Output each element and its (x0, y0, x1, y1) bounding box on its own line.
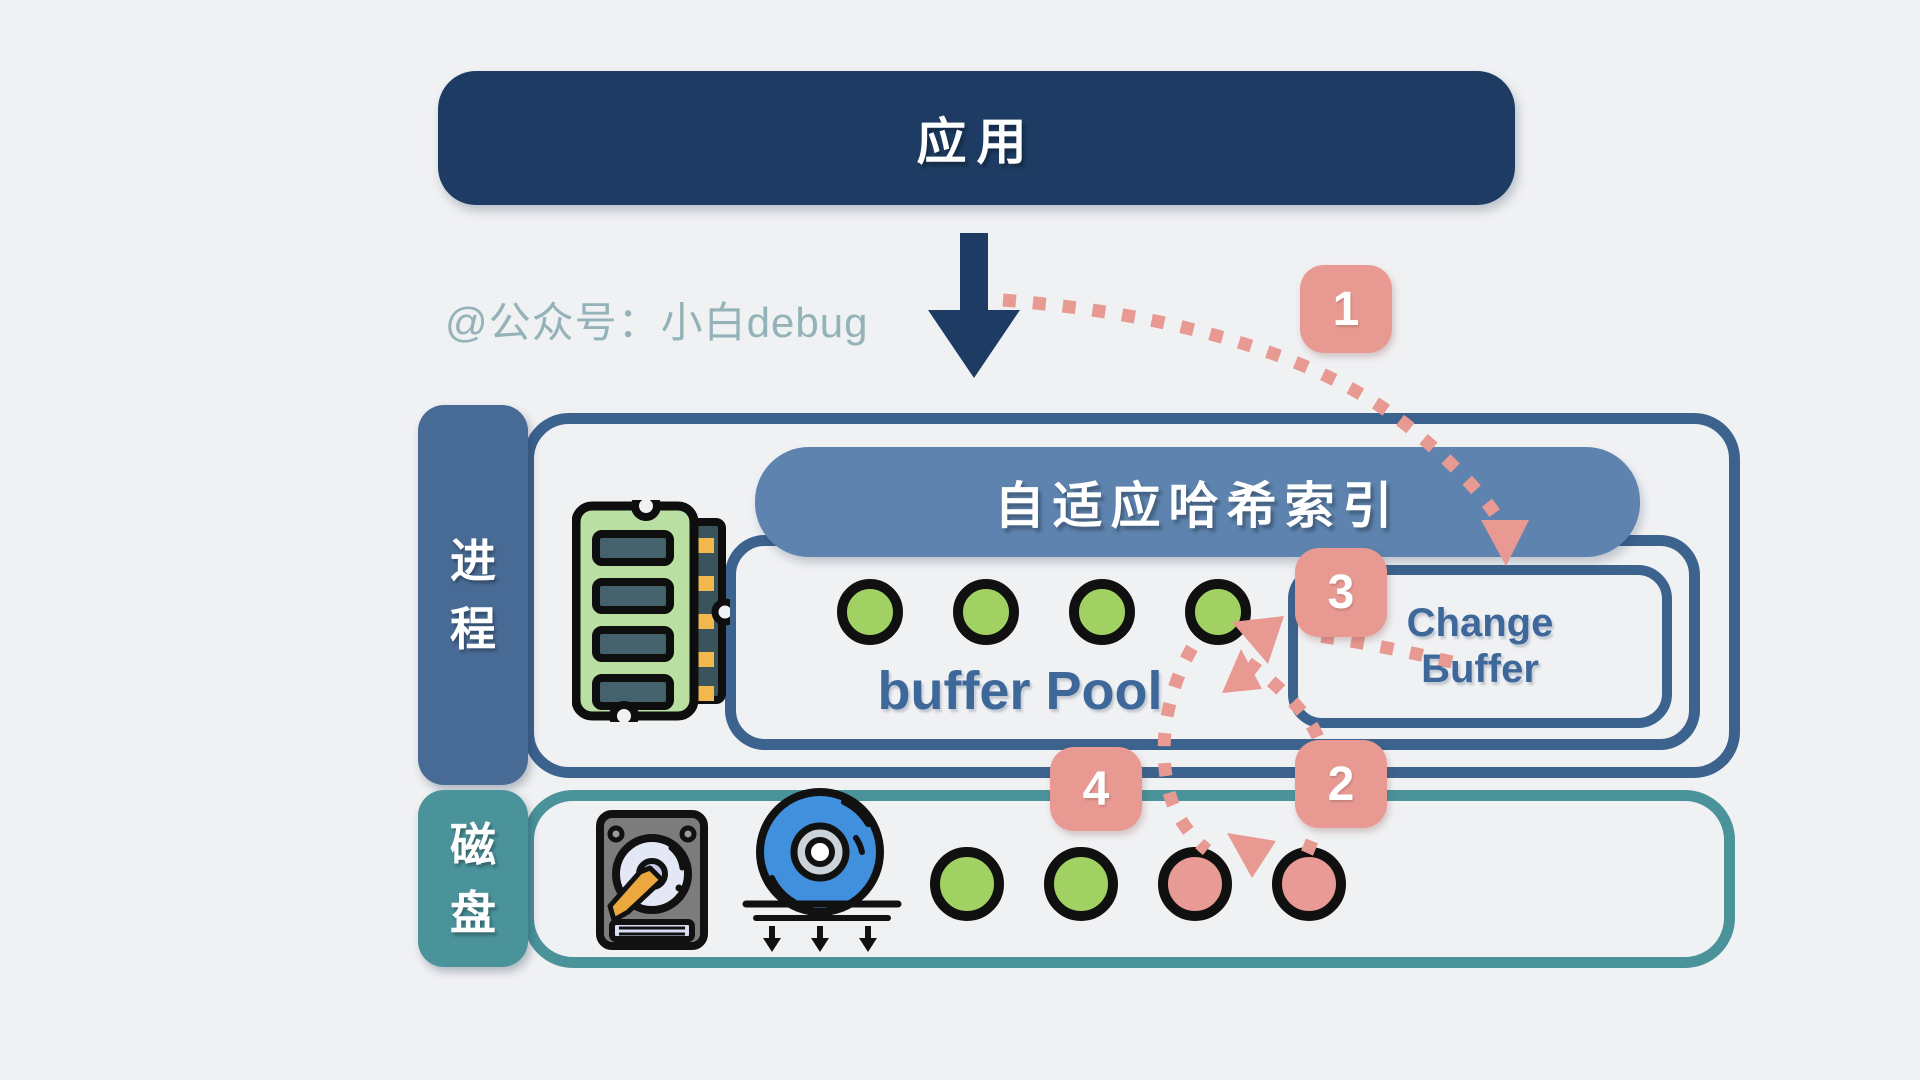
step-badge-3: 3 (1295, 548, 1387, 637)
change-buffer-title-line1: Change (1406, 600, 1554, 645)
hard-disk-icon (596, 810, 708, 950)
step-badge-4: 4 (1050, 747, 1142, 831)
change-buffer-title-line2: Buffer (1421, 646, 1539, 691)
optical-disc-icon (742, 788, 902, 952)
adaptive-hash-index-title: 自适应哈希索引 (994, 478, 1401, 534)
page-circle-green (1185, 579, 1251, 645)
disk-tab: 磁 盘 (418, 790, 528, 967)
watermark-text: @公众号：小白debug (445, 299, 869, 346)
process-tab-char-2: 程 (450, 603, 496, 655)
buffer-pool-title: buffer Pool (877, 661, 1163, 721)
step-badge-2: 2 (1295, 740, 1387, 828)
app-down-arrow-icon (928, 233, 1020, 378)
step-badge-1: 1 (1300, 265, 1392, 353)
page-circle-pink (1158, 847, 1232, 921)
app-box: 应用 (438, 71, 1515, 205)
adaptive-hash-index-header: 自适应哈希索引 (755, 447, 1640, 557)
disk-pages (930, 847, 1346, 921)
app-title: 应用 (916, 114, 1037, 170)
page-circle-green (930, 847, 1004, 921)
disc-down-arrows-icon (763, 926, 877, 952)
page-circle-green (837, 579, 903, 645)
disk-tab-char-1: 磁 (450, 818, 496, 871)
page-circle-green (953, 579, 1019, 645)
page-circle-green (1069, 579, 1135, 645)
buffer-pool-pages (837, 579, 1251, 645)
disk-tab-char-2: 盘 (450, 886, 496, 939)
process-tab: 进 程 (418, 405, 528, 785)
page-circle-green (1044, 847, 1118, 921)
page-circle-pink (1272, 847, 1346, 921)
memory-ram-icon (572, 500, 730, 722)
process-tab-char-1: 进 (450, 535, 496, 587)
change-buffer-box: Change Buffer (1288, 565, 1672, 728)
